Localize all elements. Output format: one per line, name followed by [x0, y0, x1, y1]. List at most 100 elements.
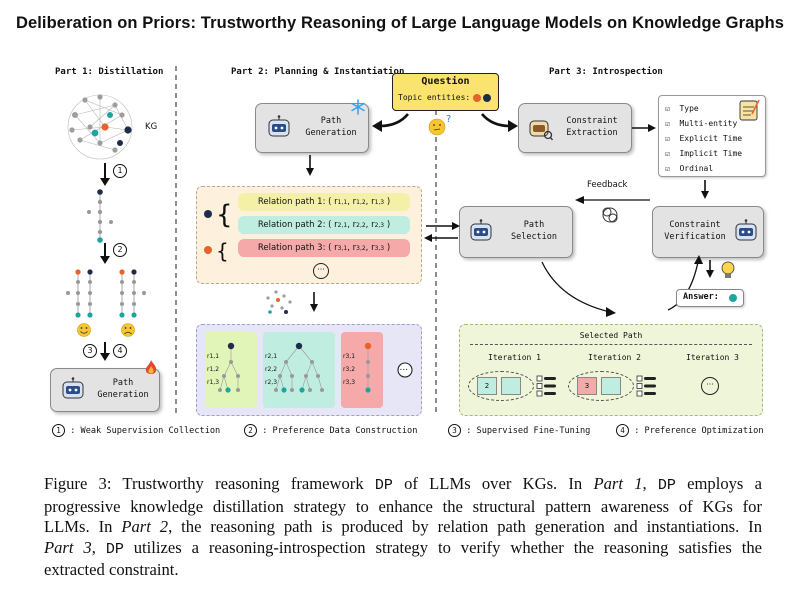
selected-path-panel: Selected Path Iteration 1 Iteration 2 It… — [459, 324, 763, 416]
r-2-3: 2,3 — [374, 221, 385, 229]
more-paths-ellipsis: ··· — [313, 263, 329, 279]
caption-text-4a: , — [91, 537, 106, 557]
caption-line-1: Figure 3: Trustworthy reasoning framewor… — [44, 474, 762, 497]
checklist-icon — [636, 375, 656, 397]
step-4-badge: 4 — [113, 344, 127, 358]
r-1-1: 1,1 — [337, 198, 348, 206]
arrow-down-constraints — [701, 180, 709, 199]
tree-1-label-3: r1,3 — [207, 379, 220, 386]
lightbulb-icon — [721, 261, 735, 278]
constraint-implicit-time-label: Implicit Time — [679, 149, 743, 158]
iteration-2-card-3: 3 — [577, 377, 597, 395]
dividers — [175, 66, 437, 415]
answer-entity-teal — [729, 294, 737, 302]
caption-line-2: progressive knowledge distillation strat… — [44, 496, 762, 516]
path-generation-box-part1: Path Generation — [50, 360, 160, 412]
robot-search-icon — [529, 120, 553, 141]
constraint-ordinal-label: Ordinal — [679, 164, 714, 173]
relation-path-brackets: { { — [204, 200, 233, 262]
r-2-2: 2,2 — [356, 221, 366, 229]
clipboard-icon — [739, 99, 760, 121]
instantiation-trees: ··· — [218, 342, 413, 393]
legend-badge-2: 2 — [244, 424, 257, 437]
robot-icon — [735, 219, 757, 241]
caption-text-3b: , the reasoning path is produced by rela… — [168, 517, 762, 536]
path-generation-box: Path Generation — [255, 99, 369, 153]
iteration-1-card-2: 2 — [477, 377, 497, 395]
iteration-3-label: Iteration 3 — [686, 353, 739, 362]
constraint-multi-entity-label: Multi-entity — [679, 119, 738, 128]
arrow-to-constraints — [632, 124, 656, 132]
caption-part1: Part 1 — [593, 474, 643, 493]
selected-path-title: Selected Path — [579, 331, 643, 340]
constraint-verification-label: Constraint Verification — [664, 220, 726, 242]
legend-badge-1: 1 — [52, 424, 65, 437]
iteration-1-label: Iteration 1 — [488, 353, 541, 362]
step-1-badge: 1 — [113, 164, 127, 178]
openai-icon — [602, 207, 618, 223]
tree-1-label-1: r1,1 — [207, 353, 220, 360]
constraint-type-label: Type — [679, 104, 699, 113]
topic-entity-navy — [483, 94, 491, 102]
figure-caption: Figure 3: Trustworthy reasoning framewor… — [44, 474, 762, 581]
iteration-2-card — [601, 377, 621, 395]
r-1-2: 1,2 — [356, 198, 366, 206]
checkbox-icon: ☑ — [665, 149, 670, 158]
tree-3-labels: r3,1 r3,2 r3,3 — [343, 350, 355, 389]
question-title: Question — [421, 76, 470, 87]
r-1-3: 1,3 — [374, 198, 385, 206]
tree-2-label-1: r2,1 — [265, 353, 278, 360]
caption-part2: Part 2 — [121, 517, 169, 536]
curved-flow-arrows — [541, 255, 703, 317]
caption-dp-3: DP — [105, 540, 124, 558]
iteration-2-label: Iteration 2 — [588, 353, 641, 362]
svg-text:{: { — [216, 200, 233, 230]
legend-text-4: : Preference Optimization — [634, 426, 764, 436]
constraint-item-explicit-time: ☑ Explicit Time — [665, 131, 742, 146]
part2-title: Part 2: Planning & Instantiation — [231, 67, 405, 77]
caption-text-1a: Figure 3: Trustworthy reasoning framewor… — [44, 474, 375, 493]
caption-dp-2: DP — [657, 477, 676, 494]
caption-part3: Part 3 — [44, 537, 92, 557]
robot-icon — [268, 115, 290, 137]
arrow-down-1 — [306, 155, 314, 176]
legend-text-3: : Supervised Fine-Tuning — [466, 426, 591, 436]
svg-text:?: ? — [446, 114, 451, 125]
robot-icon — [62, 377, 84, 399]
caption-line-5: extracted constraint. — [44, 560, 179, 579]
tree-2-label-2: r2,2 — [265, 366, 278, 373]
feedback-label: Feedback — [587, 180, 628, 190]
iteration-3-ellipsis: ··· — [701, 377, 719, 395]
relation-path-3-label: Relation path 3: — [257, 243, 326, 253]
question-box: Question Topic entities: — [392, 73, 499, 111]
r-3-2: 3,2 — [356, 244, 366, 252]
path-generation-label-part1: Path Generation — [97, 378, 149, 400]
kg-label: KG — [145, 122, 158, 132]
tree-3-label-2: r3,2 — [343, 366, 356, 373]
topic-entity-orange — [473, 94, 481, 102]
caption-line-3: LLMs. In Part 2, the reasoning path is p… — [44, 517, 762, 538]
tree-2-label-3: r2,3 — [265, 379, 278, 386]
checkbox-icon: ☑ — [665, 119, 670, 128]
tree-3-label-1: r3,1 — [343, 353, 356, 360]
r-3-3: 3,3 — [374, 244, 385, 252]
selected-path-divider — [470, 344, 752, 345]
happy-face-icon — [77, 323, 91, 337]
fire-icon — [145, 360, 157, 374]
caption-text-1d: employs a — [675, 474, 762, 493]
caption-text-1b: of LLMs over KGs. In — [392, 474, 594, 493]
legend-item-1: 1 : Weak Supervision Collection — [52, 424, 220, 437]
constraint-item-type: ☑ Type — [665, 101, 742, 116]
legend-item-3: 3 : Supervised Fine-Tuning — [448, 424, 590, 437]
constraint-item-multi-entity: ☑ Multi-entity — [665, 116, 742, 131]
caption-dp-1: DP — [374, 477, 393, 494]
caption-text-1c: , — [642, 474, 658, 493]
iteration-1-ellipse — [468, 371, 534, 401]
checklist-icon — [536, 375, 556, 397]
constraint-item-ordinal: ☑ Ordinal — [665, 161, 742, 176]
distillation-graphics — [66, 94, 146, 361]
snowflake-icon — [351, 99, 365, 115]
path-selection-label: Path Selection — [510, 220, 558, 242]
checkbox-icon: ☑ — [665, 104, 670, 113]
